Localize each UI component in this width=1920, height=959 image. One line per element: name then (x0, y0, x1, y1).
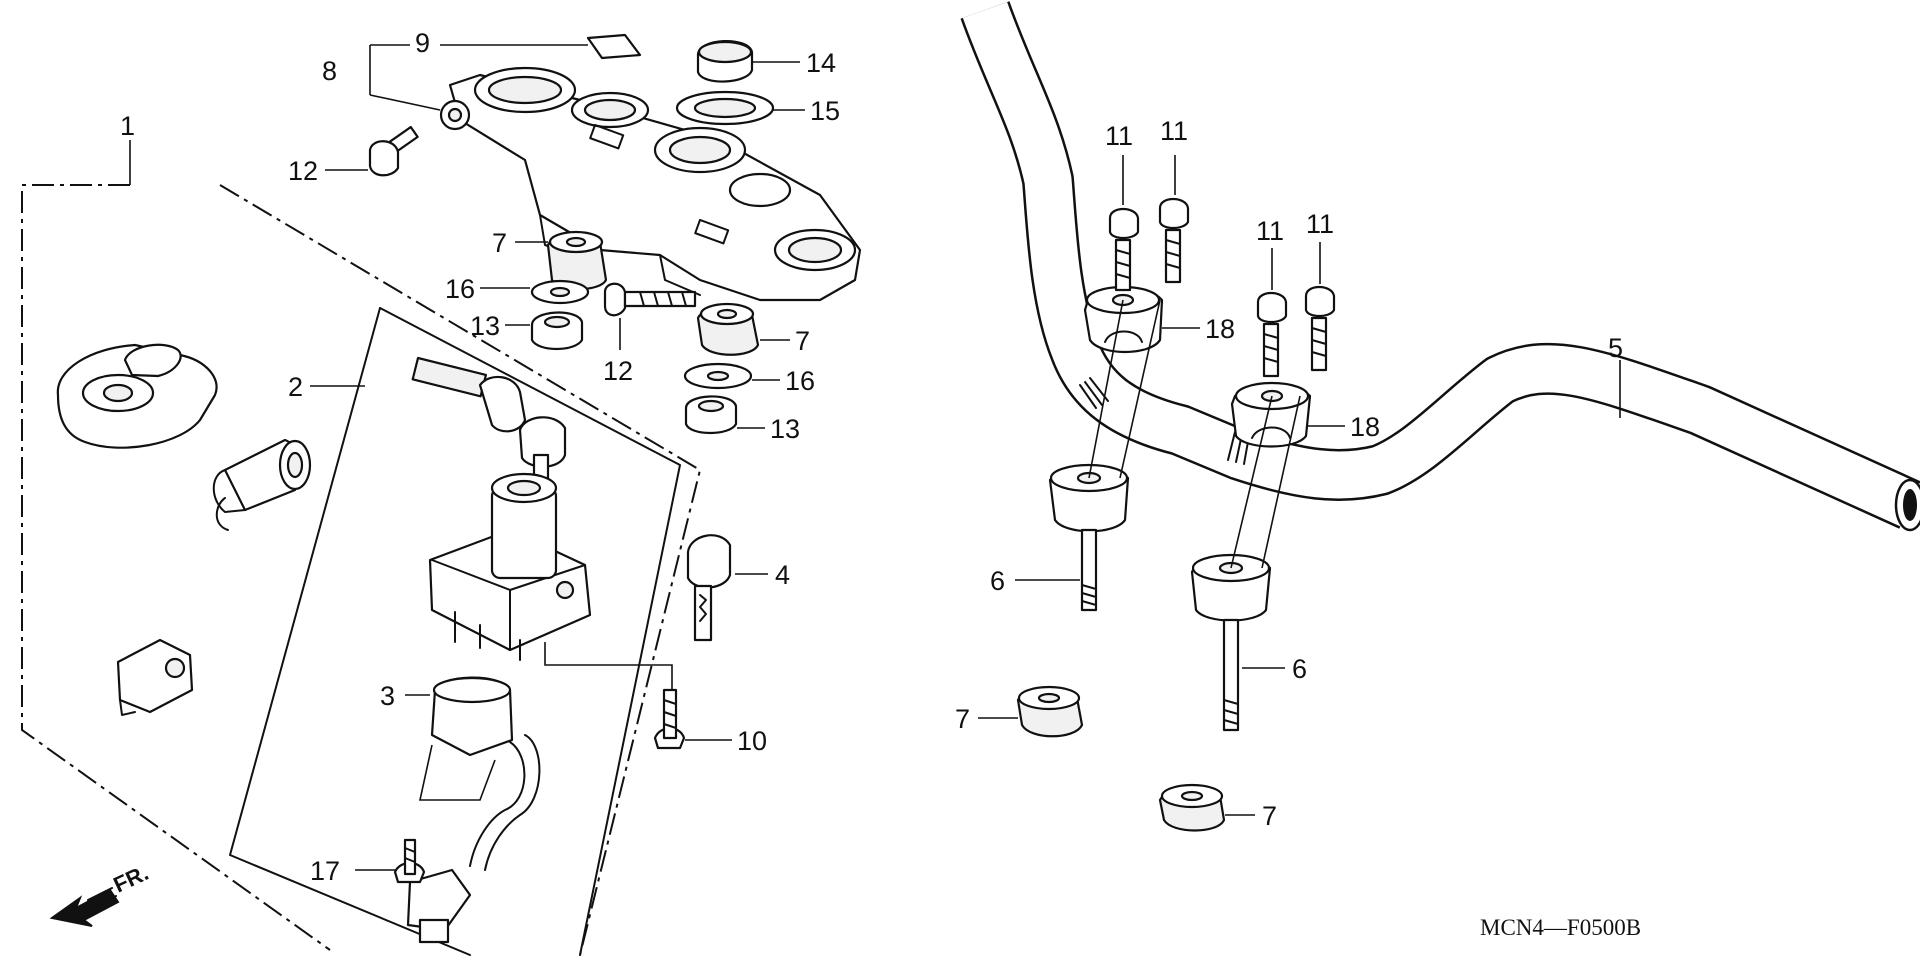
callout-11-b: 11 (1160, 116, 1188, 146)
drawing-code: MCN4—F0500B (1480, 915, 1641, 940)
callout-13-b: 13 (770, 414, 800, 444)
pinch-bolt-12a (368, 125, 419, 177)
lock-cylinder (212, 438, 312, 531)
top-bridge (439, 66, 862, 302)
callout-4: 4 (775, 560, 790, 590)
callout-18-b: 18 (1350, 412, 1380, 442)
callout-8: 8 (322, 56, 337, 86)
lower-holder-6-left (1048, 463, 1130, 612)
direction-label: FR. (110, 860, 153, 898)
handlebar (960, 1, 1920, 532)
callout-12-a: 12 (288, 156, 318, 186)
lower-holder-6-right (1190, 553, 1272, 732)
callout-16-b: 16 (785, 366, 815, 396)
assembly-guide-lines (1088, 299, 1301, 569)
nut-13-left (530, 311, 584, 350)
bolt-11-c (1256, 291, 1288, 378)
washer-16-left (530, 279, 590, 305)
callout-11-a: 11 (1105, 121, 1133, 151)
callout-11-c: 11 (1256, 216, 1284, 246)
callout-15: 15 (810, 96, 840, 126)
callout-1: 1 (120, 111, 135, 141)
callout-14: 14 (806, 48, 836, 78)
washer-15 (675, 90, 775, 126)
callout-5: 5 (1608, 333, 1623, 363)
callout-12-b: 12 (603, 356, 633, 386)
switch-screw-10 (653, 688, 686, 750)
emblem-plate-9 (586, 33, 642, 60)
callout-9: 9 (415, 28, 430, 58)
callout-7-top: 7 (492, 228, 507, 258)
bolt-11-a (1108, 207, 1140, 292)
pinch-bolt-12b (603, 282, 697, 317)
callout-2: 2 (288, 372, 303, 402)
callout-13-a: 13 (470, 311, 500, 341)
lock-bracket (116, 638, 194, 716)
callout-3: 3 (380, 681, 395, 711)
ignition-switch (428, 472, 592, 661)
upper-holder-18-right (1230, 381, 1312, 448)
seat-lock-cover (56, 343, 218, 449)
spare-key (686, 534, 732, 642)
callout-18-a: 18 (1205, 314, 1235, 344)
bolt-11-d (1304, 285, 1336, 372)
callout-11-d: 11 (1306, 209, 1334, 239)
rubber-7-lower-left (1016, 685, 1084, 738)
kit-1-outline (21, 184, 702, 956)
nut-13-right (684, 395, 738, 434)
kit-2-outline (229, 307, 681, 956)
upper-holder-18-left (1083, 285, 1164, 354)
leader-lines (129, 44, 1621, 871)
forward-arrow-icon: FR. (49, 860, 153, 927)
callout-6-right: 6 (1292, 654, 1307, 684)
callout-16-a: 16 (445, 274, 475, 304)
key-pair (411, 356, 567, 483)
callout-7-lower-right: 7 (1262, 801, 1277, 831)
contact-base (406, 676, 541, 944)
stem-nut-14 (696, 40, 754, 83)
washer-16-right (683, 362, 753, 390)
callout-6-left: 6 (990, 566, 1005, 596)
callouts: 1 2 3 4 5 6 6 7 7 7 7 7 8 9 10 11 11 11 … (120, 28, 1623, 886)
rubber-7-mid (696, 302, 760, 356)
callout-10: 10 (737, 726, 767, 756)
rubber-7-lower-right (1158, 783, 1226, 832)
bolt-11-b (1158, 197, 1190, 284)
callout-7-lower-left: 7 (955, 704, 970, 734)
callout-17: 17 (310, 856, 340, 886)
callout-7-mid: 7 (795, 326, 810, 356)
switch-screw-17 (393, 838, 426, 884)
